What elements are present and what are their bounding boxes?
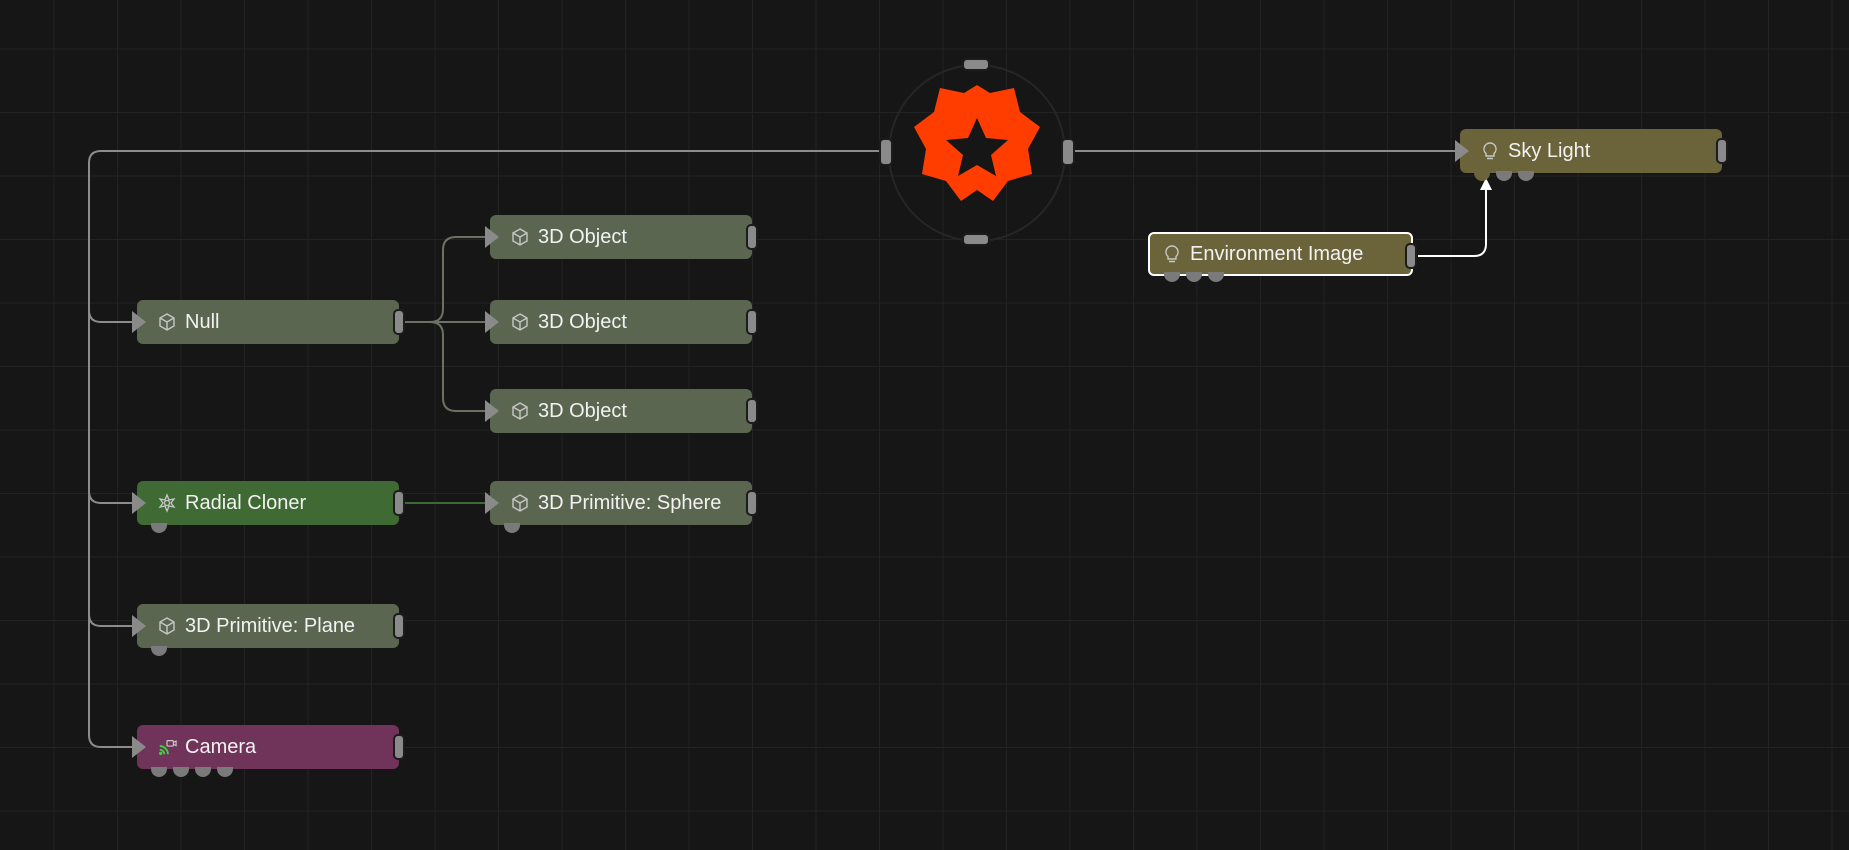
input-port[interactable] bbox=[132, 311, 146, 333]
input-dots bbox=[151, 767, 233, 777]
hub-top-port[interactable] bbox=[962, 58, 990, 71]
property-port[interactable] bbox=[1496, 171, 1512, 181]
node-3d-primitive-plane[interactable]: 3D Primitive: Plane bbox=[132, 604, 405, 656]
input-port[interactable] bbox=[485, 492, 499, 514]
cloner-icon bbox=[157, 493, 177, 513]
node-label: Sky Light bbox=[1508, 139, 1591, 162]
orange-gear-logo-icon bbox=[888, 64, 1066, 242]
output-port[interactable] bbox=[746, 224, 758, 250]
property-port[interactable] bbox=[195, 767, 211, 777]
input-port[interactable] bbox=[485, 400, 499, 422]
input-dots bbox=[151, 646, 167, 656]
node-label: 3D Object bbox=[538, 310, 627, 333]
lightbulb-icon bbox=[1480, 141, 1500, 161]
wire-to-plane bbox=[88, 613, 135, 627]
node-3d-object-2[interactable]: 3D Object bbox=[485, 300, 758, 344]
node-3d-primitive-sphere[interactable]: 3D Primitive: Sphere bbox=[485, 481, 758, 533]
property-port[interactable] bbox=[1164, 272, 1180, 282]
output-port[interactable] bbox=[746, 309, 758, 335]
node-radial-cloner[interactable]: Radial Cloner bbox=[132, 481, 405, 533]
input-port[interactable] bbox=[132, 736, 146, 758]
output-port[interactable] bbox=[393, 734, 405, 760]
cube-icon bbox=[510, 401, 530, 421]
node-3d-object-3[interactable]: 3D Object bbox=[485, 389, 758, 433]
property-port[interactable] bbox=[504, 523, 520, 533]
property-port[interactable] bbox=[1208, 272, 1224, 282]
cube-icon bbox=[157, 312, 177, 332]
property-port[interactable] bbox=[151, 646, 167, 656]
property-port[interactable] bbox=[217, 767, 233, 777]
output-port[interactable] bbox=[1716, 138, 1728, 164]
node-label: 3D Primitive: Plane bbox=[185, 614, 356, 637]
input-dots bbox=[151, 523, 167, 533]
input-dots bbox=[1474, 171, 1534, 181]
node-null[interactable]: Null bbox=[132, 300, 405, 344]
hub-bottom-port[interactable] bbox=[962, 233, 990, 246]
output-port[interactable] bbox=[746, 398, 758, 424]
output-port[interactable] bbox=[393, 490, 405, 516]
scene-root-hub[interactable] bbox=[884, 60, 1070, 246]
output-port[interactable] bbox=[393, 309, 405, 335]
node-label: Environment Image bbox=[1190, 242, 1364, 265]
property-port[interactable] bbox=[151, 767, 167, 777]
node-label: 3D Object bbox=[538, 399, 627, 422]
node-label: 3D Primitive: Sphere bbox=[538, 491, 722, 514]
input-dots bbox=[1164, 272, 1224, 282]
property-port[interactable] bbox=[173, 767, 189, 777]
hub-right-port[interactable] bbox=[1061, 138, 1075, 166]
output-port[interactable] bbox=[746, 490, 758, 516]
node-environment-image[interactable]: Environment Image bbox=[1148, 232, 1417, 282]
node-sky-light[interactable]: Sky Light bbox=[1455, 129, 1728, 181]
cube-icon bbox=[510, 312, 530, 332]
output-port[interactable] bbox=[1405, 243, 1417, 269]
property-port[interactable] bbox=[1518, 171, 1534, 181]
node-label: Camera bbox=[185, 735, 257, 758]
cube-icon bbox=[157, 616, 177, 636]
input-dots bbox=[504, 523, 520, 533]
input-port[interactable] bbox=[132, 615, 146, 637]
input-port[interactable] bbox=[485, 311, 499, 333]
camera-broadcast-icon bbox=[157, 737, 177, 757]
output-port[interactable] bbox=[393, 613, 405, 639]
property-port[interactable] bbox=[151, 523, 167, 533]
input-port[interactable] bbox=[485, 226, 499, 248]
property-port-connected[interactable] bbox=[1474, 171, 1490, 181]
wire-env-to-sky-light bbox=[1418, 186, 1487, 257]
input-port[interactable] bbox=[1455, 140, 1469, 162]
node-3d-object-1[interactable]: 3D Object bbox=[485, 215, 758, 259]
property-port[interactable] bbox=[1186, 272, 1202, 282]
lightbulb-icon bbox=[1162, 244, 1182, 264]
wire-to-radial-cloner bbox=[88, 490, 135, 504]
hub-left-port[interactable] bbox=[879, 138, 893, 166]
wire-to-null bbox=[88, 309, 135, 323]
node-label: Radial Cloner bbox=[185, 491, 307, 514]
node-label: 3D Object bbox=[538, 225, 627, 248]
node-label: Null bbox=[185, 310, 220, 333]
node-camera[interactable]: Camera bbox=[132, 725, 405, 777]
cube-icon bbox=[510, 493, 530, 513]
wire-null-to-objects bbox=[404, 236, 490, 323]
cube-icon bbox=[510, 227, 530, 247]
input-port[interactable] bbox=[132, 492, 146, 514]
